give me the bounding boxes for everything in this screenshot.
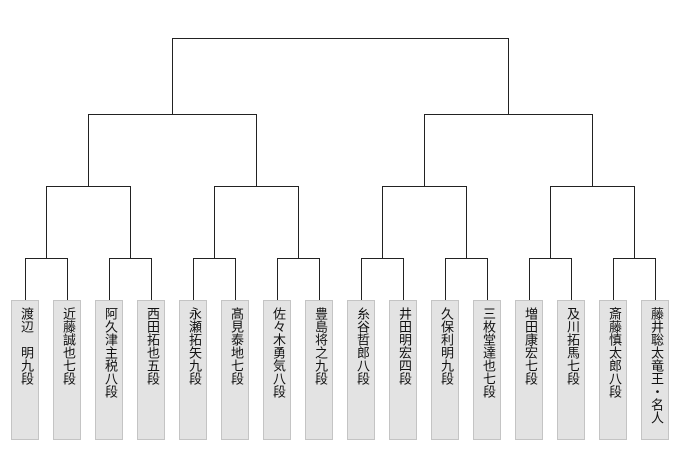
bracket-leg	[655, 258, 656, 300]
bracket-leg	[277, 258, 278, 300]
player-name: 佐々木勇気八段	[270, 307, 285, 398]
player-name: 西田拓也五段	[144, 307, 159, 385]
bracket-leg	[529, 258, 530, 300]
bracket-leg	[466, 186, 467, 258]
bracket-leg	[172, 38, 173, 114]
player-name: 藤井聡太竜王・名人	[648, 307, 663, 424]
player-slot: 髙見泰地七段	[221, 300, 249, 440]
bracket-leg	[109, 258, 110, 300]
bracket-leg	[88, 114, 89, 186]
player-name: 阿久津主税八段	[102, 307, 117, 398]
player-name: 及川拓馬七段	[564, 307, 579, 385]
bracket-bar	[193, 258, 236, 259]
bracket-leg	[571, 258, 572, 300]
bracket-bar	[172, 38, 509, 39]
player-name: 井田明宏四段	[396, 307, 411, 385]
bracket-leg	[613, 258, 614, 300]
bracket-bar	[88, 114, 257, 115]
player-slot: 西田拓也五段	[137, 300, 165, 440]
bracket-leg	[235, 258, 236, 300]
bracket-leg	[550, 186, 551, 258]
bracket-leg	[319, 258, 320, 300]
player-name: 増田康宏七段	[522, 307, 537, 385]
bracket-leg	[298, 186, 299, 258]
bracket-leg	[403, 258, 404, 300]
player-slot: 久保利明九段	[431, 300, 459, 440]
player-name: 糸谷哲郎八段	[354, 307, 369, 385]
bracket-bar	[613, 258, 656, 259]
bracket-bar	[529, 258, 572, 259]
bracket-bar	[382, 186, 467, 187]
bracket-bar	[25, 258, 68, 259]
bracket-leg	[487, 258, 488, 300]
bracket-leg	[67, 258, 68, 300]
bracket-leg	[508, 38, 509, 114]
bracket-leg	[25, 258, 26, 300]
bracket-bar	[445, 258, 488, 259]
bracket-leg	[151, 258, 152, 300]
bracket-leg	[214, 186, 215, 258]
bracket-leg	[46, 186, 47, 258]
player-slot: 阿久津主税八段	[95, 300, 123, 440]
player-slot: 三枚堂達也七段	[473, 300, 501, 440]
player-name: 三枚堂達也七段	[480, 307, 495, 398]
bracket-leg	[592, 114, 593, 186]
player-slot: 糸谷哲郎八段	[347, 300, 375, 440]
player-name: 久保利明九段	[438, 307, 453, 385]
bracket-leg	[193, 258, 194, 300]
player-slot: 渡辺 明九段	[11, 300, 39, 440]
bracket-bar	[361, 258, 404, 259]
bracket-bar	[214, 186, 299, 187]
bracket-bar	[277, 258, 320, 259]
player-name: 渡辺 明九段	[18, 307, 33, 385]
player-slot: 佐々木勇気八段	[263, 300, 291, 440]
bracket-bar	[550, 186, 635, 187]
player-slot: 永瀬拓矢九段	[179, 300, 207, 440]
player-slot: 斎藤慎太郎八段	[599, 300, 627, 440]
player-name: 永瀬拓矢九段	[186, 307, 201, 385]
bracket-leg	[424, 114, 425, 186]
bracket-leg	[361, 258, 362, 300]
player-slot: 及川拓馬七段	[557, 300, 585, 440]
player-slot: 増田康宏七段	[515, 300, 543, 440]
bracket-bar	[424, 114, 593, 115]
bracket-leg	[130, 186, 131, 258]
bracket-bar	[109, 258, 152, 259]
player-slot: 井田明宏四段	[389, 300, 417, 440]
bracket-leg	[382, 186, 383, 258]
bracket-leg	[256, 114, 257, 186]
bracket-leg	[445, 258, 446, 300]
player-slot: 豊島将之九段	[305, 300, 333, 440]
player-slot: 近藤誠也七段	[53, 300, 81, 440]
bracket-leg	[634, 186, 635, 258]
player-name: 髙見泰地七段	[228, 307, 243, 385]
bracket-bar	[46, 186, 131, 187]
player-name: 近藤誠也七段	[60, 307, 75, 385]
player-name: 豊島将之九段	[312, 307, 327, 385]
player-name: 斎藤慎太郎八段	[606, 307, 621, 398]
player-slot: 藤井聡太竜王・名人	[641, 300, 669, 440]
